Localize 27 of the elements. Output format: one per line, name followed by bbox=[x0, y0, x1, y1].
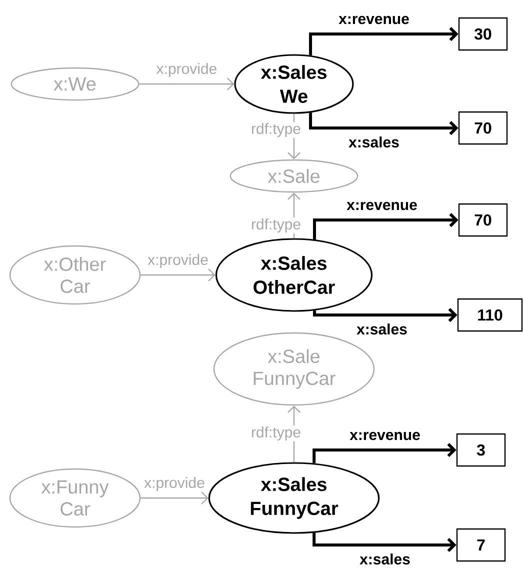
edge-label: x:revenue bbox=[338, 16, 409, 24]
arrow bbox=[140, 492, 208, 504]
arrow bbox=[139, 78, 234, 90]
value-box: 70 bbox=[458, 203, 508, 237]
arrow bbox=[312, 532, 456, 552]
edge-label: x:provide bbox=[148, 254, 208, 268]
edge-label: x:provide bbox=[144, 477, 204, 491]
value-box: 110 bbox=[457, 298, 523, 332]
arrow bbox=[313, 212, 458, 240]
arrow bbox=[140, 268, 216, 282]
arrow bbox=[309, 112, 458, 136]
edge-label: x:sales bbox=[356, 324, 407, 334]
value-box: 7 bbox=[456, 528, 506, 562]
edge-label: x:sales bbox=[348, 136, 399, 148]
edge-label: x:revenue bbox=[346, 202, 417, 210]
edge-label: x:revenue bbox=[350, 432, 420, 440]
edge-label: rdf:type bbox=[250, 122, 302, 138]
arrow bbox=[309, 26, 458, 56]
edge-label: rdf:type bbox=[250, 426, 302, 442]
arrow bbox=[312, 442, 456, 464]
arrow bbox=[313, 308, 458, 322]
edge-label: x:sales bbox=[360, 554, 410, 564]
edge-label: x:provide bbox=[156, 63, 216, 77]
edge-label: rdf:type bbox=[250, 218, 302, 234]
value-box: 3 bbox=[456, 433, 506, 467]
value-box: 70 bbox=[458, 111, 508, 145]
value-box: 30 bbox=[458, 17, 508, 51]
